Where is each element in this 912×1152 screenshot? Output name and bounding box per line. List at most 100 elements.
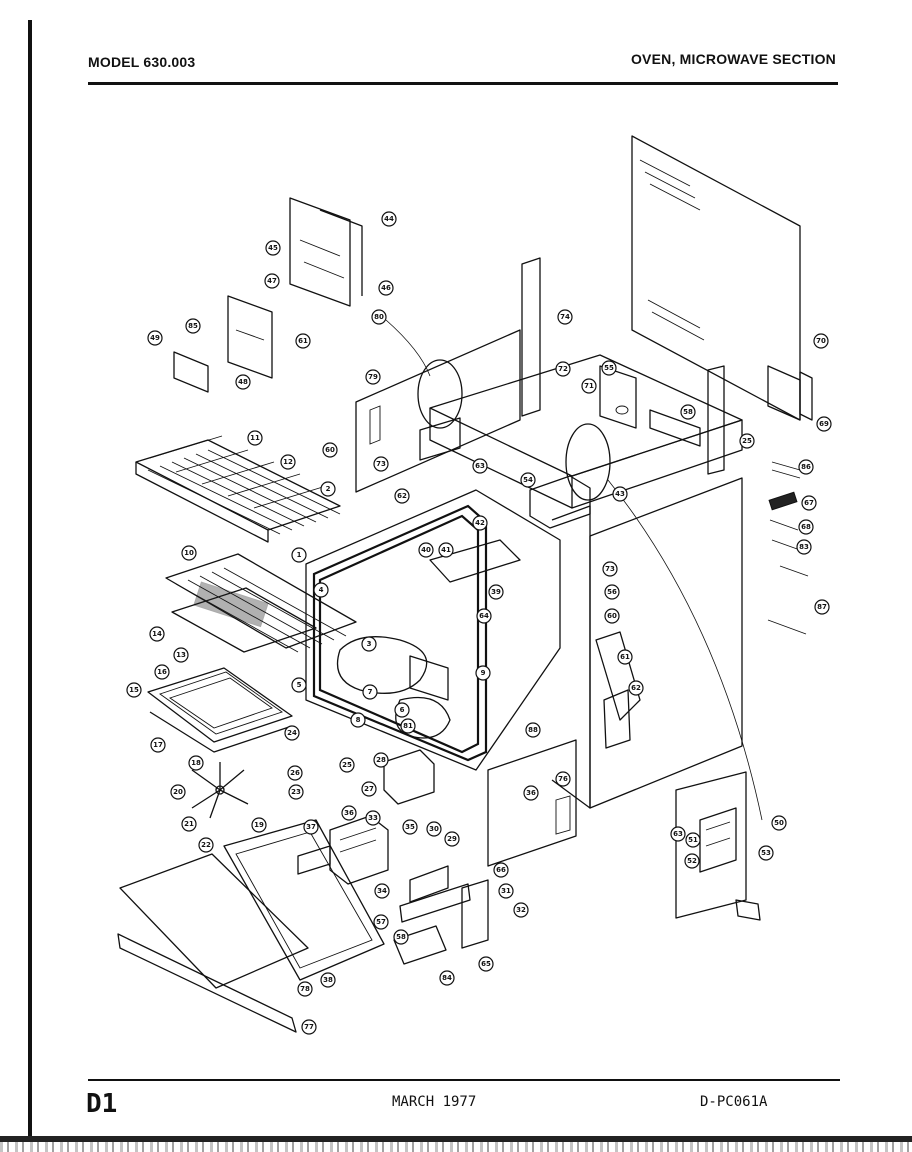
callout-27: 27: [361, 781, 377, 797]
svg-text:51: 51: [688, 836, 698, 844]
callout-61: 61: [295, 333, 311, 349]
callout-41: 41: [438, 542, 454, 558]
callout-47: 47: [264, 273, 280, 289]
svg-text:61: 61: [620, 653, 630, 661]
callout-7: 7: [362, 684, 378, 700]
electrical-panel: [487, 739, 577, 867]
callout-70: 70: [813, 333, 829, 349]
svg-text:69: 69: [819, 420, 829, 428]
svg-text:46: 46: [381, 284, 391, 292]
callout-9: 9: [475, 665, 491, 681]
svg-text:42: 42: [475, 519, 485, 527]
callout-33: 33: [365, 810, 381, 826]
svg-text:76: 76: [558, 775, 568, 783]
svg-text:71: 71: [584, 382, 594, 390]
callout-26: 26: [287, 765, 303, 781]
callout-60: 60: [322, 442, 338, 458]
scan-noise-strip: [0, 1142, 912, 1152]
svg-text:16: 16: [157, 668, 167, 676]
svg-text:78: 78: [300, 985, 310, 993]
callout-74: 74: [557, 309, 573, 325]
svg-text:36: 36: [526, 789, 536, 797]
callout-63b: 63: [670, 826, 686, 842]
svg-text:5: 5: [297, 681, 302, 689]
svg-text:11: 11: [250, 434, 260, 442]
svg-text:38: 38: [323, 976, 333, 984]
svg-text:8: 8: [356, 716, 361, 724]
svg-text:39: 39: [491, 588, 501, 596]
svg-text:26: 26: [290, 769, 300, 777]
svg-text:63: 63: [673, 830, 683, 838]
callout-17: 17: [150, 737, 166, 753]
callout-11: 11: [247, 430, 263, 446]
callout-30: 30: [426, 821, 442, 837]
callout-21: 21: [181, 816, 197, 832]
svg-text:74: 74: [560, 313, 570, 321]
callout-49: 49: [147, 330, 163, 346]
revision-date: MARCH 1977: [392, 1094, 477, 1110]
power-components: [297, 749, 489, 965]
svg-text:55: 55: [604, 364, 614, 372]
model-label: MODEL 630.003: [88, 54, 196, 70]
small-parts-right: [767, 461, 809, 635]
page-number: D1: [86, 1089, 118, 1119]
callout-37: 37: [303, 819, 319, 835]
callout-36b: 36: [341, 805, 357, 821]
svg-text:57: 57: [376, 918, 386, 926]
callout-10: 10: [181, 545, 197, 561]
inset-detail-switch-bracket: [675, 771, 761, 921]
svg-text:1: 1: [297, 551, 302, 559]
svg-text:20: 20: [173, 788, 183, 796]
svg-text:44: 44: [384, 215, 394, 223]
callout-19: 19: [251, 817, 267, 833]
svg-text:14: 14: [152, 630, 162, 638]
callout-39: 39: [488, 584, 504, 600]
svg-text:58: 58: [683, 408, 693, 416]
svg-text:23: 23: [291, 788, 301, 796]
svg-text:33: 33: [368, 814, 378, 822]
callout-35: 35: [402, 819, 418, 835]
svg-text:2: 2: [326, 485, 331, 493]
callout-1: 1: [291, 547, 307, 563]
svg-text:88: 88: [528, 726, 538, 734]
callout-57: 57: [373, 914, 389, 930]
svg-text:13: 13: [176, 651, 186, 659]
harness-detail-ellipse: [385, 319, 763, 821]
callout-25: 25: [739, 433, 755, 449]
cabinet-top-frame: [429, 257, 743, 529]
callout-22: 22: [198, 837, 214, 853]
callout-88: 88: [525, 722, 541, 738]
section-title: OVEN, MICROWAVE SECTION: [630, 51, 836, 67]
scan-border-left: [28, 20, 32, 1138]
svg-text:7: 7: [368, 688, 373, 696]
glass-tray: [147, 667, 293, 753]
svg-text:83: 83: [799, 543, 809, 551]
oven-rack-lower: [165, 553, 357, 653]
callout-13: 13: [173, 647, 189, 663]
svg-text:12: 12: [283, 458, 293, 466]
svg-text:80: 80: [374, 313, 384, 321]
oven-cavity: [305, 489, 561, 771]
callout-62: 62: [394, 488, 410, 504]
callout-45: 45: [265, 240, 281, 256]
callout-84: 84: [439, 970, 455, 986]
svg-text:56: 56: [607, 588, 617, 596]
svg-text:40: 40: [421, 546, 431, 554]
callout-54: 54: [520, 472, 536, 488]
callout-67: 67: [801, 495, 817, 511]
scan-border-bottom: [0, 1136, 912, 1142]
callout-73b: 73: [602, 561, 618, 577]
svg-text:48: 48: [238, 378, 248, 386]
svg-text:86: 86: [801, 463, 811, 471]
svg-text:58: 58: [396, 933, 406, 941]
callout-72: 72: [555, 361, 571, 377]
control-bracket-assembly: [173, 197, 363, 393]
svg-text:61: 61: [298, 337, 308, 345]
rear-panel: [631, 135, 813, 421]
svg-text:63: 63: [475, 462, 485, 470]
callout-86: 86: [798, 459, 814, 475]
callout-4: 4: [313, 582, 329, 598]
callout-66: 66: [493, 862, 509, 878]
svg-text:64: 64: [479, 612, 489, 620]
svg-text:67: 67: [804, 499, 814, 507]
